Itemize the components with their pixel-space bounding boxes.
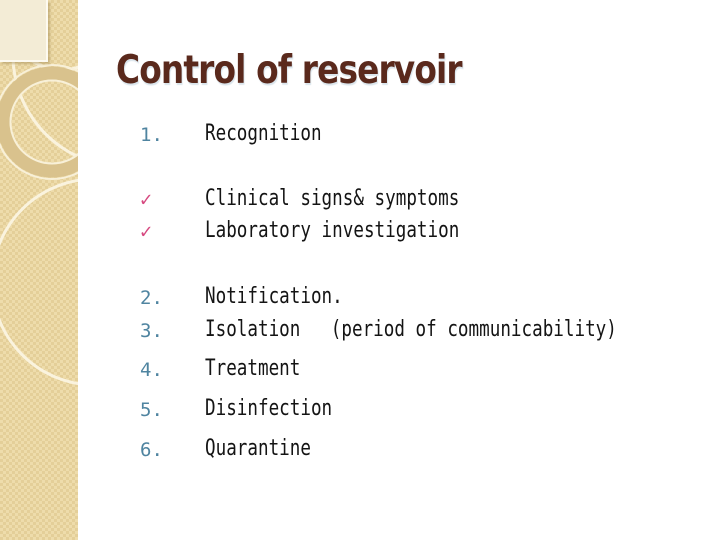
list-item-text: Laboratory investigation bbox=[205, 217, 459, 245]
list-item-note: (period of communicability) bbox=[330, 317, 617, 342]
number-marker: 6. bbox=[140, 439, 163, 461]
corner-box-decoration bbox=[0, 0, 48, 62]
list-item-label: Isolation bbox=[205, 317, 301, 342]
list-item-text: Notification. bbox=[205, 283, 343, 311]
list-item-label: Clinical signs& symptoms bbox=[205, 186, 460, 211]
list-item-label: Notification. bbox=[205, 284, 343, 309]
list-item-text: Recognition bbox=[205, 120, 322, 148]
list-item-text: Clinical signs& symptoms bbox=[205, 185, 459, 213]
number-marker: 4. bbox=[140, 359, 163, 381]
number-marker: 5. bbox=[140, 399, 163, 421]
check-bullet-icon: ✓ bbox=[140, 187, 153, 211]
list-item-label: Quarantine bbox=[205, 436, 311, 461]
number-marker: 1. bbox=[140, 124, 163, 146]
number-marker: 2. bbox=[140, 287, 163, 309]
check-bullet-icon: ✓ bbox=[140, 219, 153, 243]
sidebar-decoration bbox=[0, 0, 78, 540]
slide-title: Control of reservoir bbox=[116, 48, 463, 93]
list-item-text: Disinfection bbox=[205, 395, 332, 423]
list-item-label: Treatment bbox=[205, 356, 301, 381]
list-item-text: Treatment bbox=[205, 355, 300, 383]
list-item-label: Laboratory investigation bbox=[205, 218, 460, 243]
list-item-label: Recognition bbox=[205, 121, 322, 146]
number-marker: 3. bbox=[140, 320, 163, 342]
list-item-text: Isolation (period of communicability) bbox=[205, 316, 617, 344]
list-item-label: Disinfection bbox=[205, 396, 333, 421]
list-item-text: Quarantine bbox=[205, 435, 311, 463]
circles-decoration bbox=[0, 0, 78, 386]
